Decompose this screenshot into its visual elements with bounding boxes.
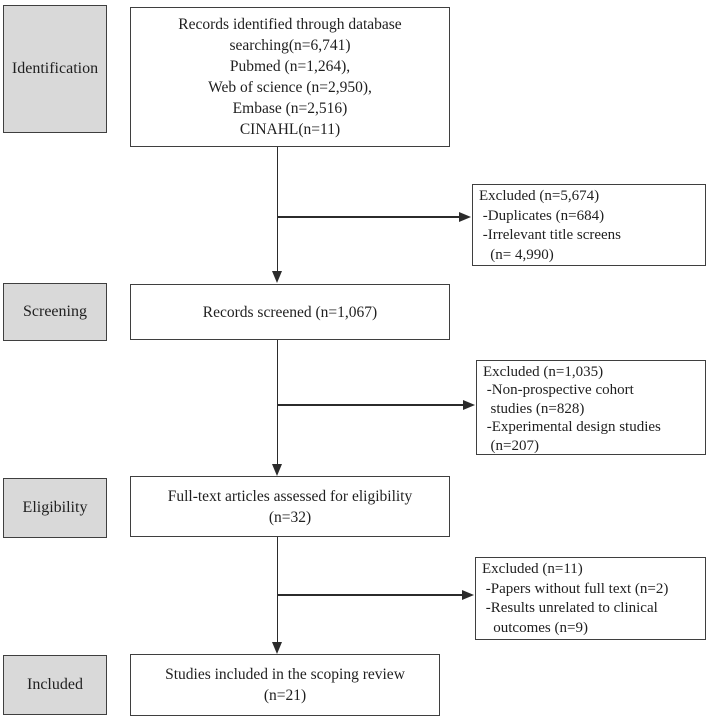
box-excluded-screening: Excluded (n=5,674) -Duplicates (n=684) -…: [472, 184, 706, 266]
box-line: Embase (n=2,516): [232, 100, 348, 117]
box-line: Excluded (n=11): [482, 561, 583, 577]
box-line: (n=32): [268, 508, 312, 526]
stage-label-included: Included: [3, 655, 107, 715]
box-line: -Papers without full text (n=2): [482, 580, 669, 597]
stage-label-identification: Identification: [3, 5, 107, 133]
box-line: Records screened (n=1,067): [202, 303, 378, 321]
box-line: Records identified through database: [178, 16, 402, 33]
box-line: -Experimental design studies: [483, 419, 661, 436]
box-line: CINAHL(n=11): [239, 121, 341, 138]
arrow-line-to-excluded-eligibility: [277, 404, 463, 406]
box-line: Pubmed (n=1,264),: [229, 58, 351, 75]
box-excluded-fulltext: Excluded (n=11) -Papers without full tex…: [475, 557, 706, 640]
stage-label-eligibility: Eligibility: [3, 478, 107, 538]
box-line: -Duplicates (n=684): [479, 207, 605, 224]
box-line: (n=207): [483, 437, 539, 454]
arrow-line-fulltext-to-included: [276, 537, 279, 643]
box-excluded-eligibility: Excluded (n=1,035) -Non-prospective coho…: [476, 360, 706, 455]
box-line: Web of science (n=2,950),: [208, 79, 372, 96]
box-line: (n=21): [263, 687, 307, 704]
arrow-line-identified-to-screened: [276, 147, 279, 272]
arrowhead-right-icon: [459, 211, 471, 222]
arrowhead-right-icon: [462, 589, 474, 600]
box-line: -Irrelevant title screens: [479, 227, 622, 243]
stage-label-text: Eligibility: [22, 499, 88, 516]
box-studies-included: Studies included in the scoping review (…: [130, 654, 440, 716]
arrowhead-down-icon: [272, 271, 282, 283]
box-line: -Non-prospective cohort: [483, 382, 634, 399]
box-fulltext-assessed: Full-text articles assessed for eligibil…: [130, 476, 450, 537]
stage-label-text: Identification: [11, 60, 99, 77]
box-records-identified: Records identified through database sear…: [130, 7, 450, 147]
arrow-line-to-excluded-fulltext: [277, 594, 462, 596]
box-line: Full-text articles assessed for eligibil…: [167, 487, 413, 505]
stage-label-text: Included: [27, 676, 83, 693]
stage-label-text: Screening: [23, 303, 87, 320]
box-line: Studies included in the scoping review: [165, 666, 405, 683]
box-line: (n= 4,990): [479, 246, 554, 263]
box-records-screened: Records screened (n=1,067): [130, 284, 450, 340]
arrowhead-down-icon: [272, 464, 282, 476]
box-line: Excluded (n=1,035): [483, 364, 604, 380]
arrowhead-down-icon: [272, 642, 282, 654]
arrowhead-right-icon: [463, 399, 475, 410]
box-line: outcomes (n=9): [482, 619, 588, 636]
arrow-line-to-excluded-screening: [277, 216, 459, 218]
stage-label-screening: Screening: [3, 283, 107, 341]
arrow-line-screened-to-fulltext: [276, 340, 279, 464]
box-line: searching(n=6,741): [229, 37, 351, 54]
box-line: -Results unrelated to clinical: [482, 600, 658, 616]
box-line: studies (n=828): [483, 400, 585, 417]
box-line: Excluded (n=5,674): [479, 188, 600, 204]
